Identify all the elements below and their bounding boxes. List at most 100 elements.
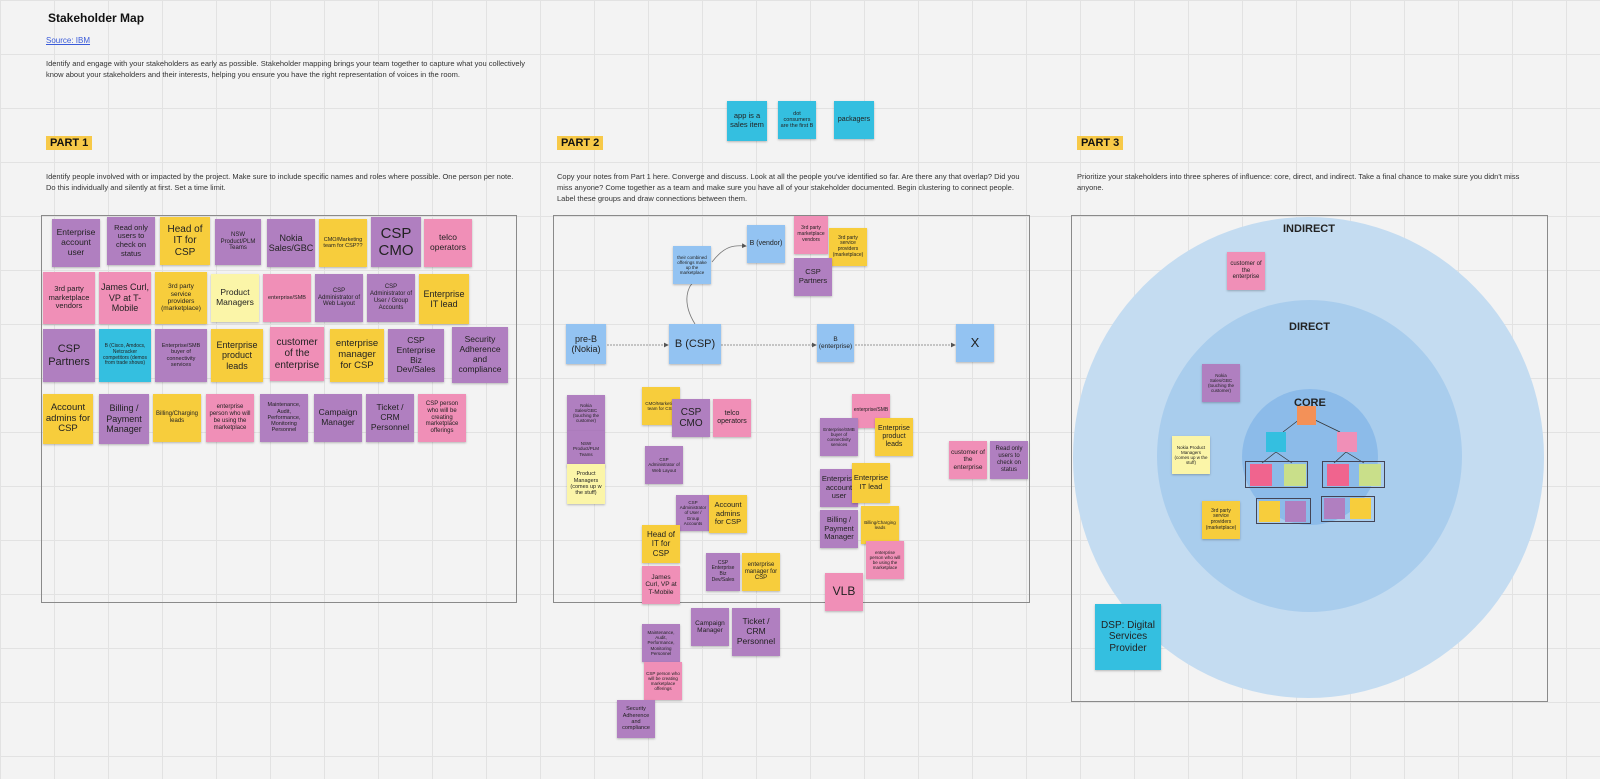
sticky-note[interactable]: Head of IT for CSP [160, 217, 210, 265]
part2-description: Copy your notes from Part 1 here. Conver… [557, 172, 1020, 203]
flow-node-pre-b[interactable]: pre-B (Nokia) [566, 324, 606, 364]
sticky-note[interactable]: Ticket / CRM Personnel [732, 608, 780, 656]
flow-node-b-csp[interactable]: B (CSP) [669, 324, 721, 364]
sticky-note[interactable]: James Curl, VP at T-Mobile [99, 272, 151, 324]
sticky-note[interactable]: telco operators [713, 399, 751, 437]
sticky-note[interactable]: CSP Administrator of User / Group Accoun… [676, 495, 710, 531]
sticky-note[interactable]: Billing/Charging leads [153, 394, 201, 442]
sticky-note[interactable]: Enterprise account user [820, 469, 858, 507]
sticky-note[interactable]: Maintenance, Audit, Performance, Monitor… [642, 624, 680, 662]
sticky-note[interactable]: customer of the enterprise [270, 327, 324, 381]
sticky-note[interactable]: CSP person who will be creating marketpl… [418, 394, 466, 442]
sticky-note[interactable]: Enterprise IT lead [852, 463, 890, 503]
sticky-note[interactable]: Nokia Sales/GBC (touching the customer) [1202, 364, 1240, 402]
sticky-note[interactable]: customer of the enterprise [1227, 252, 1265, 290]
sticky-note[interactable]: Read only users to check on status [990, 441, 1028, 479]
sticky-note[interactable]: NSW Product/PLM Teams [215, 219, 261, 265]
sticky-note[interactable]: CSP Enterprise Biz Dev/Sales [706, 553, 740, 591]
flow-node-b-vendor[interactable]: B (vendor) [747, 225, 785, 263]
org-group-right [1322, 461, 1385, 488]
sticky-note[interactable]: 3rd party service providers (marketplace… [829, 228, 867, 266]
sticky-note[interactable]: CSP Administrator of Web Layout [315, 274, 363, 322]
sticky-note[interactable]: Head of IT for CSP [642, 525, 680, 563]
org-box [1250, 464, 1272, 486]
direct-label: DIRECT [1289, 321, 1330, 333]
sticky-note[interactable]: enterprise person who will be using the … [866, 541, 904, 579]
sticky-note[interactable]: telco operators [424, 219, 472, 267]
sticky-note[interactable]: Enterprise/SMB buyer of connectivity ser… [820, 418, 858, 456]
sticky-note[interactable]: VLB [825, 573, 863, 611]
sticky-note[interactable]: Billing/Charging leads [861, 506, 899, 544]
org-group-left [1245, 461, 1308, 488]
sticky-note[interactable]: DSP: Digital Services Provider [1095, 604, 1161, 670]
sticky-note[interactable]: Campaign Manager [691, 608, 729, 646]
sticky-note[interactable]: Security Adherence and compliance [617, 700, 655, 738]
sticky-note[interactable]: app is a sales item [727, 101, 767, 141]
sticky-note[interactable]: B (Cisco, Amdocs, Netcracker competitors… [99, 329, 151, 382]
sticky-note[interactable]: Enterprise account user [52, 219, 100, 267]
sticky-note[interactable]: CSP Partners [794, 258, 832, 296]
sticky-note[interactable]: Billing / Payment Manager [99, 394, 149, 444]
part1-label: PART 1 [46, 136, 93, 150]
sticky-note[interactable]: CSP Enterprise Biz Dev/Sales [388, 329, 444, 382]
sticky-note[interactable]: Nokia Product Managers (comes up w the s… [1172, 436, 1210, 474]
sticky-note[interactable]: enterprise/SMB [263, 274, 311, 322]
part3-label: PART 3 [1077, 136, 1124, 150]
sticky-note[interactable]: enterprise manager for CSP [330, 329, 384, 382]
sticky-note[interactable]: Enterprise product leads [875, 418, 913, 456]
org-box-right [1337, 432, 1357, 452]
sticky-note[interactable]: CSP Partners [43, 329, 95, 382]
source-link[interactable]: Source: IBM [46, 36, 91, 45]
sticky-note[interactable]: Product Managers [211, 274, 259, 322]
sticky-note[interactable]: 3rd party service providers (marketplace… [155, 272, 207, 324]
org-group-bottom-left [1256, 498, 1311, 524]
page-title: Stakeholder Map [48, 11, 145, 25]
org-box [1259, 501, 1280, 522]
sticky-note[interactable]: Product Managers (comes up w the stuff) [567, 464, 605, 504]
sticky-note[interactable]: CSP CMO [672, 399, 710, 437]
sticky-note[interactable]: Campaign Manager [314, 394, 362, 442]
org-box [1350, 498, 1371, 519]
sticky-note[interactable]: James Curl, VP at T-Mobile [642, 566, 680, 604]
org-box-left [1266, 432, 1286, 452]
sticky-note[interactable]: Enterprise/SMB buyer of connectivity ser… [155, 329, 207, 382]
sticky-note[interactable]: enterprise manager for CSP [742, 553, 780, 591]
sticky-note[interactable]: Security Adherence and compliance [452, 327, 508, 383]
sticky-note[interactable]: 3rd party marketplace vendors [43, 272, 95, 324]
sticky-note[interactable]: NSW Product/PLM Teams [567, 431, 605, 467]
org-group-bottom-right [1321, 496, 1375, 522]
sticky-note[interactable]: Billing / Payment Manager [820, 510, 858, 548]
sticky-note[interactable]: customer of the enterprise [949, 441, 987, 479]
sticky-note[interactable]: CSP person who will be creating marketpl… [644, 662, 682, 700]
part3-description: Prioritize your stakeholders into three … [1077, 172, 1520, 192]
sticky-note[interactable]: CSP Administrator of Web Layout [645, 446, 683, 484]
sticky-note[interactable]: Account admins for CSP [709, 495, 747, 533]
sticky-note[interactable]: Ticket / CRM Personnel [366, 394, 414, 442]
sticky-note[interactable]: enterprise person who will be using the … [206, 394, 254, 442]
sticky-note[interactable]: Enterprise product leads [211, 329, 263, 382]
part1-frame [41, 215, 517, 603]
sticky-note[interactable]: Maintenance, Audit, Performance, Monitor… [260, 394, 308, 442]
sticky-note[interactable]: CSP Administrator of User / Group Accoun… [367, 274, 415, 322]
part3-frame [1071, 215, 1548, 702]
org-box [1324, 498, 1345, 519]
sticky-note[interactable]: CSP CMO [371, 217, 421, 267]
flow-node-x[interactable]: X [956, 324, 994, 362]
sticky-note[interactable]: Nokia Sales/GBC [267, 219, 315, 267]
sticky-note[interactable]: dot consumers are the first B [778, 101, 816, 139]
sticky-note[interactable]: 3rd party service providers (marketplace… [1202, 501, 1240, 539]
part2-frame [553, 215, 1030, 603]
sticky-note[interactable]: Nokia Sales/GBC (touching the customer) [567, 395, 605, 431]
sticky-note[interactable]: 3rd party marketplace vendors [794, 216, 828, 254]
sticky-note[interactable]: Account admins for CSP [43, 394, 93, 444]
sticky-note[interactable]: CMO/Marketing team for CSP?? [319, 219, 367, 267]
flow-note-offerings[interactable]: their combined offerings make up the mar… [673, 246, 711, 284]
sticky-note[interactable]: Enterprise IT lead [419, 274, 469, 324]
flow-node-b-enterprise[interactable]: B (enterprise) [817, 324, 854, 362]
part2-label: PART 2 [557, 136, 604, 150]
sticky-note[interactable]: packagers [834, 101, 874, 139]
org-box-top [1297, 406, 1316, 425]
sticky-note[interactable]: Read only users to check on status [107, 217, 155, 265]
